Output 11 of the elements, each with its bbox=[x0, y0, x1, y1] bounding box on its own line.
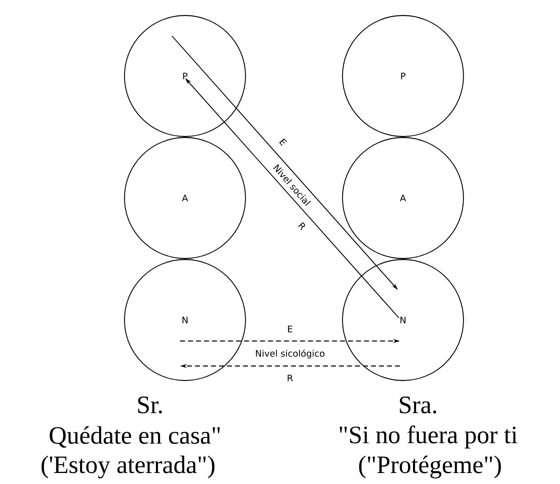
person-label: Sr. bbox=[138, 396, 162, 414]
quote-text: ('Estoy aterrada") bbox=[42, 456, 214, 478]
quote-text: Quédate en casa" bbox=[50, 426, 220, 448]
edge-label: E bbox=[279, 138, 287, 146]
edge-label: R bbox=[298, 222, 306, 230]
edge-label: E bbox=[288, 326, 292, 332]
level-label: Nivel sicológico bbox=[256, 349, 324, 359]
quote-text: "Si no fuera por ti bbox=[340, 426, 518, 448]
person-label: Sra. bbox=[400, 396, 436, 414]
edge-label: R bbox=[288, 374, 293, 382]
quote-text: ("Protégeme") bbox=[359, 456, 501, 478]
